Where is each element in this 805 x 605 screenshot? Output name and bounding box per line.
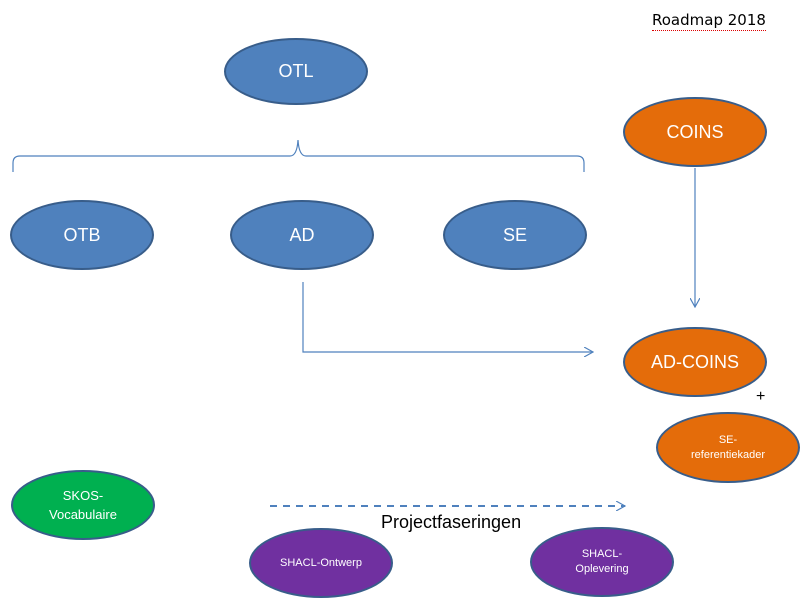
node-shacl-ontwerp-label: SHACL-Ontwerp	[280, 556, 362, 569]
node-shacl-ontwerp[interactable]: SHACL-Ontwerp	[249, 528, 393, 598]
grouping-brace	[12, 139, 585, 172]
node-se-referentiekader-label: SE- referentiekader	[691, 433, 765, 461]
diagram-title: Roadmap 2018	[652, 11, 766, 31]
node-coins-label: COINS	[666, 121, 724, 142]
node-ad-coins[interactable]: AD-COINS	[623, 327, 767, 397]
node-otl[interactable]: OTL	[224, 38, 368, 105]
arrow-ad-to-ad-coins	[302, 282, 593, 352]
node-otl-label: OTL	[278, 61, 314, 81]
node-ad[interactable]: AD	[230, 200, 374, 270]
node-se-referentiekader[interactable]: SE- referentiekader	[656, 412, 800, 483]
node-coins[interactable]: COINS	[623, 97, 767, 167]
node-otb[interactable]: OTB	[10, 200, 154, 270]
projectfaseringen-label: Projectfaseringen	[381, 512, 522, 532]
plus-sign: +	[756, 388, 766, 405]
node-ad-label: AD	[289, 224, 315, 245]
node-shacl-oplevering-label: SHACL- Oplevering	[575, 548, 629, 575]
node-ad-coins-label: AD-COINS	[650, 351, 739, 372]
node-otb-label: OTB	[63, 224, 101, 245]
node-shacl-oplevering[interactable]: SHACL- Oplevering	[530, 527, 674, 597]
node-se-label: SE	[502, 224, 527, 245]
node-skos-vocabulaire[interactable]: SKOS- Vocabulaire	[11, 470, 155, 540]
node-se[interactable]: SE	[443, 200, 587, 270]
node-skos-vocabulaire-label: SKOS- Vocabulaire	[49, 488, 117, 522]
